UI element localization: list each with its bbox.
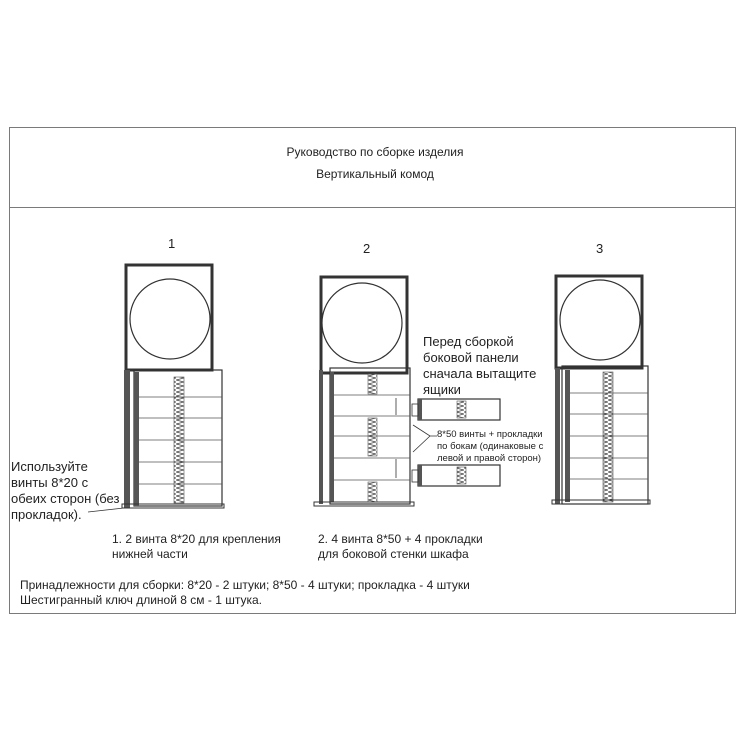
instruction-frame	[9, 127, 736, 614]
dresser-figure-2	[313, 275, 501, 507]
caption-line: для боковой стенки шкафа	[318, 547, 469, 561]
document-title: Руководство по сборке изделия	[286, 145, 464, 159]
accessories-line: Принадлежности для сборки: 8*20 - 2 штук…	[20, 578, 470, 592]
note-line: сначала вытащите	[423, 366, 537, 381]
accessories-list: Принадлежности для сборки: 8*20 - 2 штук…	[20, 578, 470, 608]
caption-line: 1. 2 винта 8*20 для крепления	[112, 532, 281, 546]
step-1-caption: 1. 2 винта 8*20 для крепления нижней час…	[112, 532, 281, 562]
step-3-number: 3	[596, 241, 604, 256]
note-line: по бокам (одинаковые с	[437, 441, 544, 452]
caption-line: нижней части	[112, 547, 188, 561]
note-line: Перед сборкой	[423, 334, 514, 349]
dresser-figure-3	[551, 274, 651, 505]
document-subtitle: Вертикальный комод	[316, 167, 434, 181]
step-2-caption: 2. 4 винта 8*50 + 4 прокладки для боково…	[318, 532, 483, 562]
header-divider	[9, 207, 736, 208]
step-1-side-note: Используйте винты 8*20 с обеих сторон (б…	[11, 459, 119, 523]
step-2-number: 2	[363, 241, 371, 256]
side-note-line: обеих сторон (без	[11, 491, 120, 506]
side-note-line: винты 8*20 с	[11, 475, 89, 490]
note-line: ящики	[423, 382, 461, 397]
note-line: левой и правой сторон)	[437, 453, 542, 464]
caption-line: 2. 4 винта 8*50 + 4 прокладки	[318, 532, 483, 546]
side-note-line: Используйте	[11, 459, 88, 474]
step-2-top-note: Перед сборкой боковой панели сначала выт…	[423, 334, 536, 398]
step-2-side-note: 8*50 винты + прокладки по бокам (одинако…	[437, 429, 543, 465]
step-1-number: 1	[168, 236, 176, 251]
note-line: 8*50 винты + прокладки	[437, 429, 543, 440]
dresser-figure-1	[87, 263, 225, 513]
note-line: боковой панели	[423, 350, 519, 365]
accessories-line: Шестигранный ключ длиной 8 см - 1 штука.	[20, 593, 262, 607]
side-note-line: прокладок).	[11, 507, 82, 522]
